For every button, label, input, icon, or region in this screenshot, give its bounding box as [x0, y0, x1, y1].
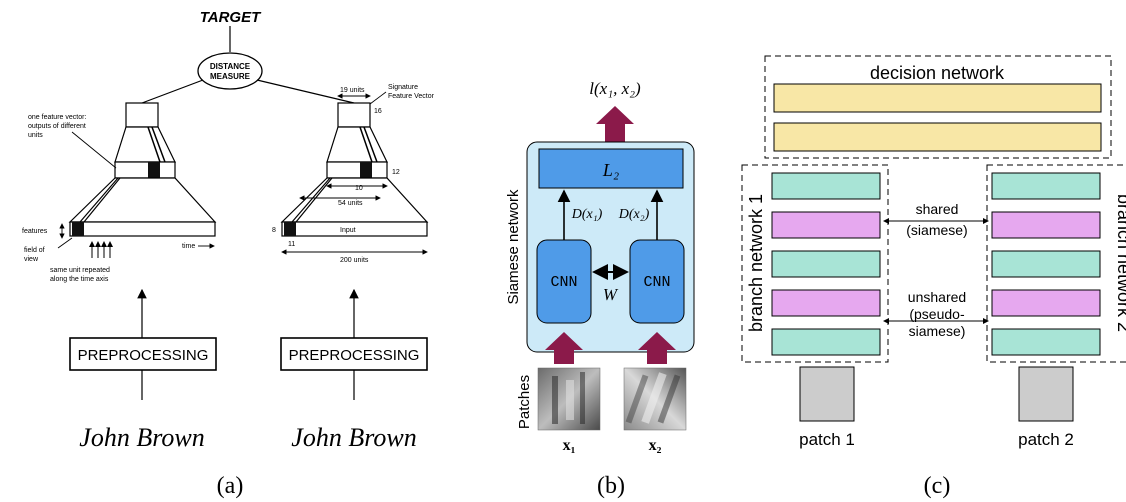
- same-unit-line2: along the time axis: [50, 276, 109, 283]
- sig-vector-line1: Signature: [388, 84, 418, 91]
- branch2-layer-3: [991, 250, 1101, 278]
- right-preprocessing-label: PREPROCESSING: [289, 347, 420, 364]
- num-11: 11: [288, 241, 295, 248]
- patches-label: Patches: [516, 375, 533, 429]
- sig-vector-line2: Feature Vector: [388, 93, 435, 100]
- unshared-label-line1: unshared: [908, 289, 966, 305]
- feature-vector-line1: one feature vector:: [28, 114, 86, 121]
- distance-measure-node: [197, 52, 263, 90]
- decision-network-box: [764, 55, 1112, 159]
- units-200-label: 200 units: [340, 257, 369, 264]
- right-signature: John Brown: [291, 423, 416, 452]
- loss-arrow: [596, 106, 634, 142]
- branch1-layer-3: [771, 250, 881, 278]
- patch-1-square: [799, 366, 855, 422]
- right-input-highlight: [284, 222, 296, 236]
- field-of-view-line2: view: [24, 256, 39, 263]
- num-16: 16: [374, 108, 382, 115]
- patch-arrow-right: [638, 332, 676, 364]
- branch-network-1-box: [741, 164, 889, 363]
- right-feature-connector: [256, 79, 355, 104]
- num-12: 12: [392, 169, 400, 176]
- feature-vector-line3: units: [28, 132, 43, 139]
- left-upper-trapezoid: [114, 126, 176, 163]
- branch-network-2-label: branch network 2: [1114, 194, 1126, 332]
- caption-b: (b): [597, 473, 625, 499]
- left-feature-connector: [141, 79, 204, 104]
- unshared-label-line3: siamese): [909, 323, 966, 339]
- input-label: Input: [340, 227, 356, 234]
- branch1-layer-1: [771, 172, 881, 200]
- same-unit-line1: same unit repeated: [50, 267, 110, 274]
- panel-a: TARGET DISTANCE MEASURE one feature vect…: [22, 9, 435, 499]
- l2-box: [538, 148, 684, 189]
- siamese-network-label: Siamese network: [505, 189, 522, 305]
- x1-label: x₁: [563, 437, 576, 454]
- field-of-view-line1: field of: [24, 247, 45, 254]
- w-label: W: [603, 285, 619, 304]
- branch2-layer-5: [991, 328, 1101, 356]
- branch1-layer-5: [771, 328, 881, 356]
- patch-2-square: [1018, 366, 1074, 422]
- right-hidden-highlight: [360, 162, 372, 178]
- right-preprocessing-box: [280, 337, 428, 371]
- shared-label-line2: (siamese): [906, 222, 967, 238]
- right-hidden-layer: [326, 161, 388, 179]
- cnn-left-label: CNN: [550, 274, 577, 291]
- left-preprocessing-box: [69, 337, 217, 371]
- caption-c: (c): [924, 473, 951, 499]
- distance-label-line2: MEASURE: [210, 72, 251, 81]
- left-hidden-highlight: [148, 162, 160, 178]
- caption-a: (a): [217, 473, 244, 499]
- d1-label: D(x₁): [571, 207, 603, 222]
- left-signature: John Brown: [79, 423, 204, 452]
- features-label: features: [22, 228, 48, 235]
- branch2-layer-1: [991, 172, 1101, 200]
- patch-arrow-left: [545, 332, 583, 364]
- branch-network-2-box: [986, 164, 1126, 363]
- branch2-layer-4: [991, 289, 1101, 317]
- decision-layer-1: [773, 83, 1102, 113]
- feature-vector-pointer: [71, 131, 117, 169]
- left-preprocessing-label: PREPROCESSING: [78, 347, 209, 364]
- feature-vector-line2: outputs of different: [28, 123, 86, 130]
- time-label: time: [182, 243, 195, 250]
- decision-layer-2: [773, 122, 1102, 152]
- loss-label: l(x₁, x₂): [589, 79, 641, 98]
- left-input-highlight: [72, 222, 84, 236]
- branch2-layer-2: [991, 211, 1101, 239]
- unshared-label-line2: (pseudo-: [909, 306, 965, 322]
- sig-units-label: 19 units: [340, 87, 365, 94]
- distance-label-line1: DISTANCE: [210, 62, 251, 71]
- l2-label: L₂: [602, 160, 619, 180]
- panel-c: decision network branch network 1 branch…: [741, 55, 1126, 499]
- x2-label: x₂: [649, 437, 662, 454]
- right-tdnn: 19 units Signature Feature Vector 16 12 …: [272, 84, 435, 264]
- panel-b: l(x₁, x₂) Siamese network L₂ CNN CNN D(x…: [505, 79, 695, 499]
- decision-network-label: decision network: [870, 63, 1005, 83]
- d2-label: D(x₂): [618, 207, 650, 222]
- cnn-right-label: CNN: [643, 274, 670, 291]
- left-hidden-layer: [114, 161, 176, 179]
- branch1-layer-4: [771, 289, 881, 317]
- left-lower-trapezoid: [68, 177, 217, 223]
- left-output-vector: [125, 102, 159, 128]
- right-output-vector: [337, 102, 371, 128]
- units-54-label: 54 units: [338, 200, 363, 207]
- patch-1-label: patch 1: [799, 430, 855, 449]
- branch1-layer-2: [771, 211, 881, 239]
- left-tdnn: one feature vector: outputs of different…: [22, 102, 217, 283]
- left-input-layer: [69, 221, 216, 237]
- num-8: 8: [272, 227, 276, 234]
- right-upper-trapezoid: [326, 126, 388, 163]
- branch-network-1-label: branch network 1: [746, 194, 766, 332]
- target-label: TARGET: [200, 9, 262, 26]
- patch-2-label: patch 2: [1018, 430, 1074, 449]
- right-input-layer: [281, 221, 428, 237]
- shared-label-line1: shared: [916, 201, 959, 217]
